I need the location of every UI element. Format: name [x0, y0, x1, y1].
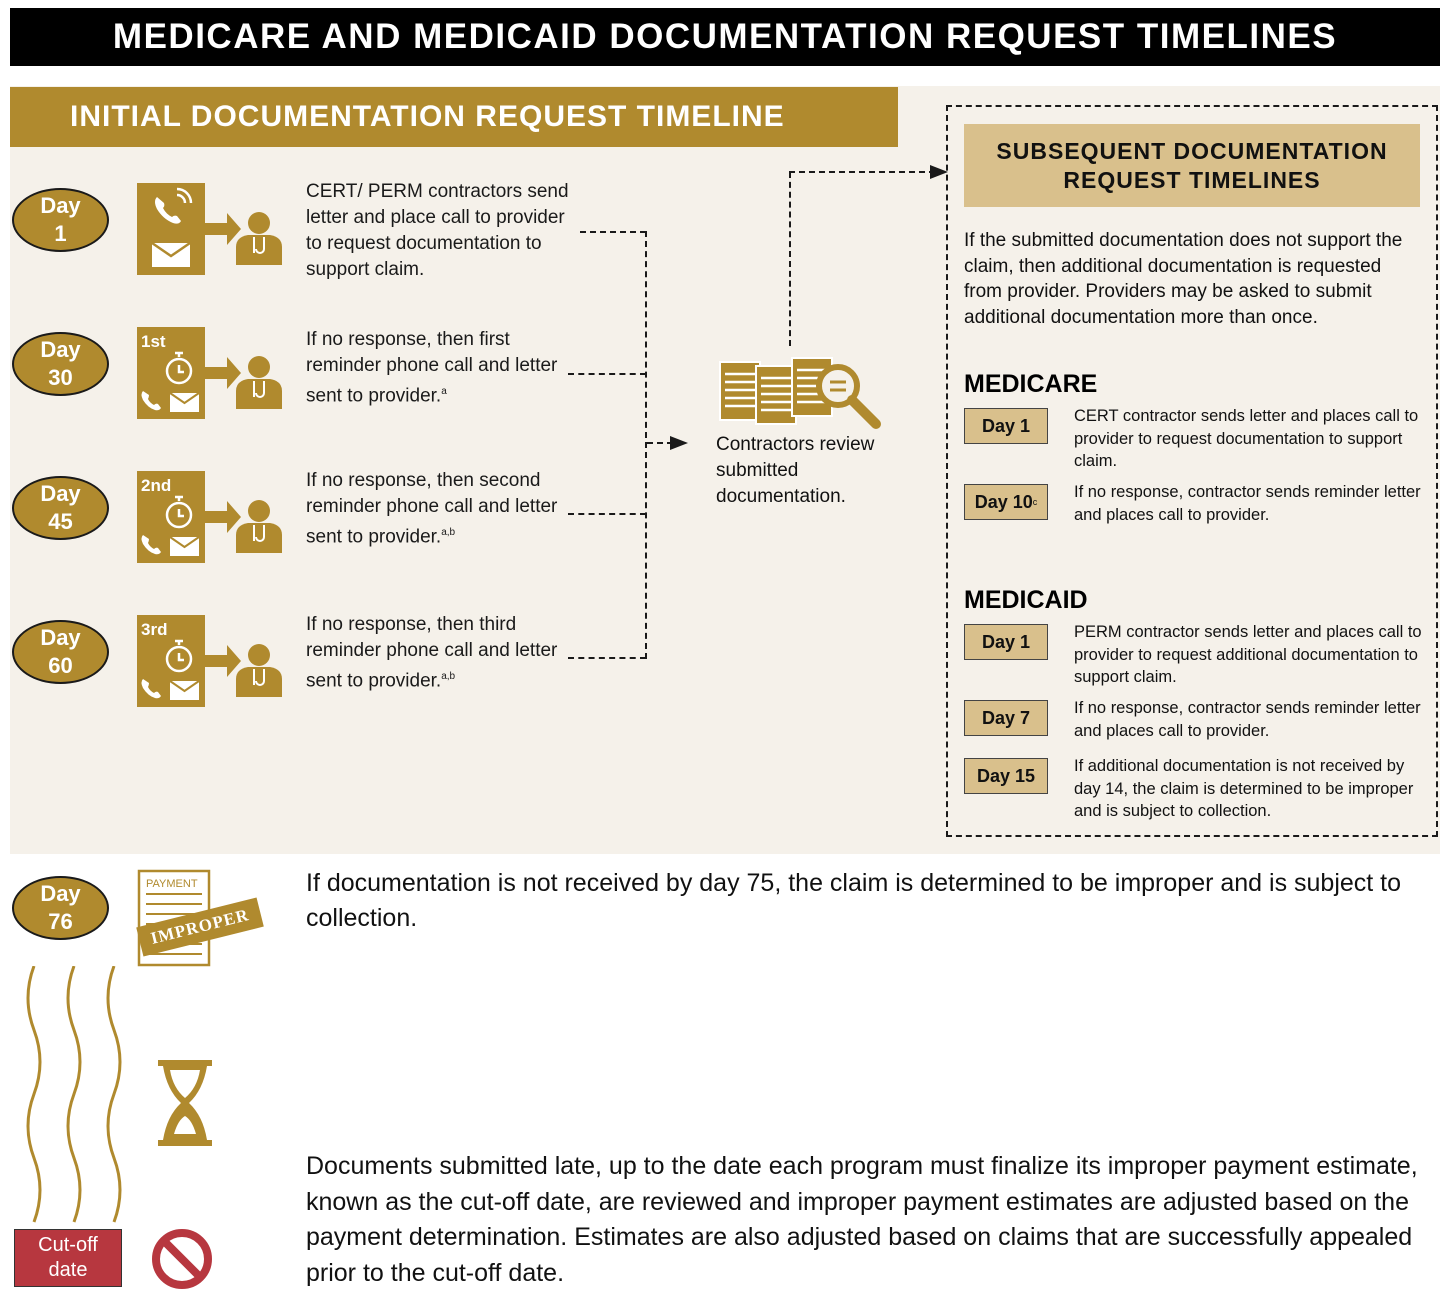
- reminder-badge: 2nd: [141, 476, 172, 495]
- day-box-label: Day 1: [981, 415, 1031, 436]
- day-oval-word: Day: [40, 193, 81, 218]
- cutoff-text: Documents submitted late, up to the date…: [306, 1149, 1436, 1290]
- initial-timeline-header: INITIAL DOCUMENTATION REQUEST TIMELINE: [10, 87, 898, 147]
- timeline-panel: [10, 86, 1440, 854]
- hourglass-icon: [158, 1060, 212, 1146]
- day-oval-number: 45: [48, 509, 73, 534]
- medicaid-item-1-text: PERM contractor sends letter and places …: [1074, 621, 1424, 689]
- connector-line: [568, 657, 646, 659]
- step-text-body: CERT/ PERM contractors send letter and p…: [306, 181, 569, 280]
- step-text-30: If no response, then first reminder phon…: [306, 327, 576, 409]
- subsequent-header-line2: REQUEST TIMELINES: [1063, 166, 1321, 193]
- day-box-label: Day 15: [976, 765, 1036, 786]
- footnote-marker: c: [1032, 497, 1038, 507]
- review-text: Contractors review submitted documentati…: [716, 432, 886, 510]
- reminder-stopwatch-icon: [137, 615, 282, 707]
- connector-line: [580, 231, 646, 233]
- cutoff-text-body: Documents submitted late, up to the date…: [306, 1152, 1418, 1287]
- phone-letter-to-doctor-icon: [137, 183, 282, 275]
- day-box-label: Day 10: [974, 491, 1033, 512]
- footnote-marker: a,b: [441, 671, 456, 682]
- subsequent-timelines-header: SUBSEQUENT DOCUMENTATION REQUEST TIMELIN…: [964, 124, 1420, 207]
- day-box-label: Day 7: [981, 707, 1031, 728]
- review-text-body: Contractors review submitted documentati…: [716, 434, 875, 507]
- connector-line: [568, 513, 646, 515]
- improper-payment-icon: PAYMENT IMPROPER: [136, 868, 266, 968]
- reminder-badge: 3rd: [141, 620, 168, 639]
- sub-item-text: If additional documentation is not recei…: [1074, 757, 1414, 820]
- day-oval-word: Day: [40, 625, 81, 650]
- sub-item-text: CERT contractor sends letter and places …: [1074, 407, 1419, 470]
- day-oval-76: Day 76: [12, 876, 109, 940]
- payment-label: PAYMENT: [146, 878, 198, 890]
- connector-line: [789, 171, 935, 173]
- medicare-item-2-text: If no response, contractor sends reminde…: [1074, 481, 1424, 526]
- footnote-marker: a: [441, 386, 447, 397]
- reminder-icon-2nd: 2nd: [137, 471, 287, 563]
- medicare-day-1: Day 1: [964, 408, 1048, 444]
- medicare-title-text: MEDICARE: [964, 370, 1098, 398]
- medicaid-day-1: Day 1: [964, 624, 1048, 660]
- prohibited-icon: [152, 1229, 212, 1289]
- step-text-1: CERT/ PERM contractors send letter and p…: [306, 179, 574, 283]
- sub-item-text: If no response, contractor sends reminde…: [1074, 483, 1421, 524]
- step-text-60: If no response, then third reminder phon…: [306, 612, 576, 694]
- day-oval-number: 30: [48, 365, 73, 390]
- step-text-body: If no response, then second reminder pho…: [306, 470, 558, 548]
- arrowhead-icon: [670, 436, 688, 450]
- sub-item-text: PERM contractor sends letter and places …: [1074, 623, 1422, 686]
- cutoff-date-label: Cut-off date: [14, 1229, 122, 1287]
- reminder-icon-1st: 1st: [137, 327, 287, 419]
- cutoff-label-line1: Cut-off: [38, 1234, 98, 1256]
- reminder-stopwatch-icon: [137, 471, 282, 563]
- day76-text-body: If documentation is not received by day …: [306, 869, 1402, 932]
- step-text-body: If no response, then first reminder phon…: [306, 329, 558, 407]
- medicare-title: MEDICARE: [964, 370, 1097, 399]
- reminder-icon-3rd: 3rd: [137, 615, 287, 707]
- subsequent-header-line1: SUBSEQUENT DOCUMENTATION: [996, 137, 1388, 164]
- day-oval-word: Day: [40, 481, 81, 506]
- day-oval-word: Day: [40, 337, 81, 362]
- medicaid-day-15: Day 15: [964, 758, 1048, 794]
- documents-magnifier-icon: [719, 357, 881, 429]
- reminder-badge: 1st: [141, 332, 166, 351]
- medicare-item-1-text: CERT contractor sends letter and places …: [1074, 405, 1424, 473]
- day-oval-word: Day: [40, 881, 81, 906]
- day-oval-30: Day 30: [12, 332, 109, 396]
- medicaid-title: MEDICAID: [964, 586, 1088, 615]
- day-oval-number: 1: [54, 221, 67, 246]
- medicaid-item-2-text: If no response, contractor sends reminde…: [1074, 697, 1424, 742]
- wavy-lines-icon: [26, 966, 122, 1223]
- connector-line: [645, 231, 647, 659]
- connector-line: [647, 442, 673, 444]
- page-title-text: MEDICARE AND MEDICAID DOCUMENTATION REQU…: [112, 17, 1338, 56]
- medicaid-title-text: MEDICAID: [964, 586, 1088, 614]
- arrowhead-icon: [930, 165, 948, 179]
- connector-line: [789, 172, 791, 346]
- reminder-stopwatch-icon: [137, 327, 282, 419]
- day-oval-1: Day 1: [12, 188, 109, 252]
- day-oval-60: Day 60: [12, 620, 109, 684]
- initial-timeline-header-text: INITIAL DOCUMENTATION REQUEST TIMELINE: [70, 100, 785, 133]
- connector-line: [568, 373, 646, 375]
- cutoff-label-line2: date: [48, 1259, 88, 1281]
- step-text-45: If no response, then second reminder pho…: [306, 468, 576, 550]
- day-box-label: Day 1: [981, 631, 1031, 652]
- day-oval-number: 60: [48, 653, 73, 678]
- day-oval-45: Day 45: [12, 476, 109, 540]
- subsequent-intro-text: If the submitted documentation does not …: [964, 230, 1403, 328]
- day76-text: If documentation is not received by day …: [306, 866, 1406, 936]
- subsequent-intro: If the submitted documentation does not …: [964, 228, 1424, 330]
- subsequent-timelines-box: [946, 105, 1438, 837]
- page-title: MEDICARE AND MEDICAID DOCUMENTATION REQU…: [10, 8, 1440, 66]
- medicaid-item-3-text: If additional documentation is not recei…: [1074, 755, 1424, 823]
- day-oval-number: 76: [48, 909, 73, 934]
- step-text-body: If no response, then third reminder phon…: [306, 614, 558, 692]
- sub-item-text: If no response, contractor sends reminde…: [1074, 699, 1421, 740]
- medicaid-day-7: Day 7: [964, 700, 1048, 736]
- footnote-marker: a,b: [441, 527, 456, 538]
